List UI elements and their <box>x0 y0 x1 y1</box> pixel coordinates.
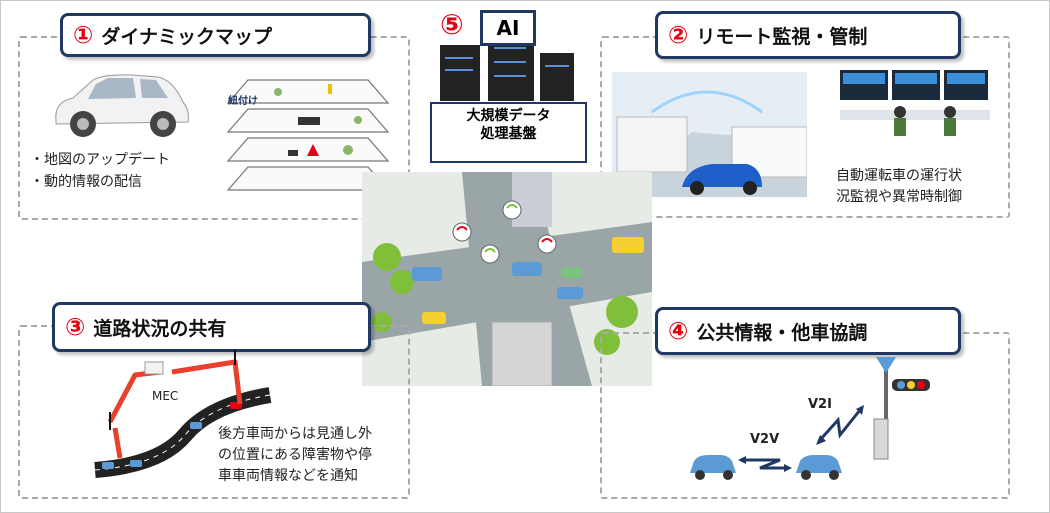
number-4: ④ <box>668 317 689 345</box>
road-sharing-illustration <box>94 350 272 478</box>
title-text: ダイナミックマップ <box>101 25 272 48</box>
layered-map-illustration <box>226 79 390 191</box>
title-dynamic-map: ① ダイナミックマップ <box>60 13 371 57</box>
number-3: ③ <box>65 313 86 341</box>
road-desc-line2: の位置にある障害物や停 <box>218 447 372 463</box>
map-link-label: 紐付け <box>228 96 258 107</box>
title-text: 公共情報・他車協調 <box>696 321 868 344</box>
number-1: ① <box>73 21 94 49</box>
monitoring-desc-line2: 況監視や異常時制御 <box>836 189 962 205</box>
title-text: 道路状況の共有 <box>93 317 227 340</box>
server-rack-illustration <box>440 35 574 101</box>
highway-illustration <box>612 72 807 197</box>
title-public-info: ④ 公共情報・他車協調 <box>655 307 961 355</box>
data-platform-box: 大規模データ 処理基盤 <box>430 102 587 163</box>
ai-label-box: AI <box>480 10 536 46</box>
title-text: リモート監視・管制 <box>696 25 868 48</box>
number-2: ② <box>668 21 689 49</box>
v2i-label: V2I <box>808 397 832 412</box>
car-illustration <box>55 74 189 137</box>
platform-line1: 大規模データ <box>466 108 551 124</box>
mec-label: MEC <box>152 389 179 403</box>
number-5: ⑤ <box>440 8 464 41</box>
v2x-illustration <box>690 357 930 480</box>
platform-line2: 処理基盤 <box>480 126 537 142</box>
title-remote-monitoring: ② リモート監視・管制 <box>655 11 961 59</box>
bullet-dynamic-info: ・動的情報の配信 <box>30 174 142 190</box>
road-desc-line1: 後方車両からは見通し外 <box>218 426 372 442</box>
monitoring-desc-line1: 自動運転車の運行状 <box>836 168 962 184</box>
bullet-map-update: ・地図のアップデート <box>30 152 170 168</box>
control-room-illustration <box>840 70 990 136</box>
city-intersection-illustration <box>362 172 652 386</box>
road-desc-line3: 車車両情報などを通知 <box>218 468 358 484</box>
title-road-sharing: ③ 道路状況の共有 <box>52 302 371 352</box>
v2v-label: V2V <box>750 432 780 447</box>
